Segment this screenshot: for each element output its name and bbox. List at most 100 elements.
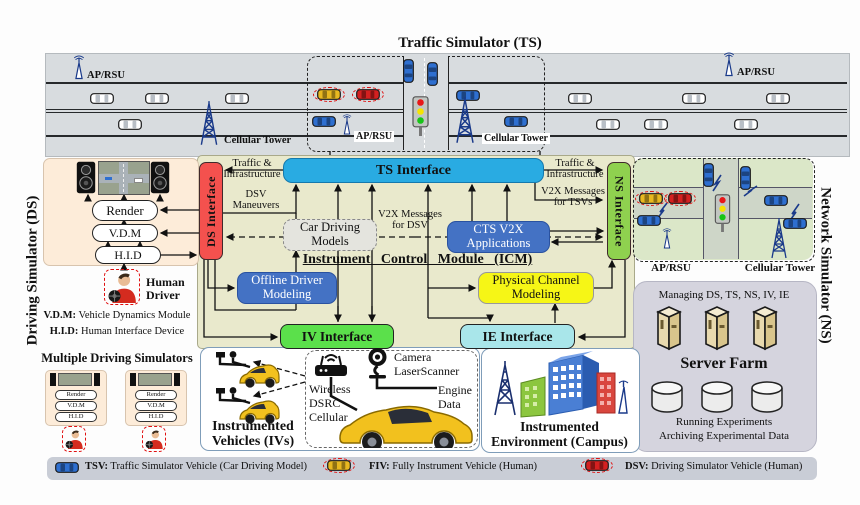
ap-rsu-icon bbox=[722, 52, 736, 78]
mini-render-label: Render bbox=[146, 390, 166, 398]
ns-dashed-border bbox=[633, 158, 815, 262]
ap-rsu-icon bbox=[341, 113, 353, 137]
ts-interface: TS Interface bbox=[283, 158, 544, 183]
legend-items: TSV: Traffic Simulator Vehicle (Car Driv… bbox=[47, 457, 817, 480]
dsv-car-icon bbox=[352, 87, 384, 102]
ap-rsu-label: AP/RSU bbox=[354, 131, 395, 142]
line: Modeling bbox=[262, 287, 312, 301]
dsv-car-icon bbox=[581, 458, 613, 473]
mini-screens bbox=[130, 373, 180, 386]
ap-rsu-label: AP/RSU bbox=[87, 70, 125, 81]
tsv-car-icon bbox=[312, 116, 336, 127]
hid-def: Human Interface Device bbox=[81, 326, 185, 337]
render-label: Render bbox=[106, 202, 144, 218]
server-archiving-label: Archiving Experimental Data bbox=[658, 430, 790, 442]
line: V2X Messages bbox=[541, 186, 605, 197]
abbr: TSV: bbox=[85, 461, 108, 472]
hid-label: H.I.D bbox=[114, 247, 142, 262]
iv-interface: IV Interface bbox=[280, 324, 394, 349]
speaker-icon bbox=[150, 161, 170, 194]
car-icon bbox=[225, 93, 249, 104]
traffic-infra-left: Traffic &Infrastructure bbox=[221, 158, 283, 180]
car-icon bbox=[596, 119, 620, 130]
database-icon bbox=[649, 381, 685, 413]
hid-box: H.I.D bbox=[95, 246, 161, 264]
line: Wireless bbox=[309, 382, 351, 396]
tsv-car-icon bbox=[403, 59, 414, 83]
line: DSRC bbox=[309, 396, 341, 410]
line: CTS V2X bbox=[473, 222, 524, 237]
mini-screens bbox=[50, 373, 100, 386]
line: DSV bbox=[245, 189, 267, 200]
line: Infrastructure bbox=[223, 169, 281, 180]
tsv-car-icon bbox=[740, 166, 751, 190]
instrumented-car-icon bbox=[208, 386, 280, 426]
iv-interface-label: IV Interface bbox=[301, 328, 373, 344]
traffic-light-icon bbox=[412, 96, 429, 136]
ie-interface: IE Interface bbox=[460, 324, 575, 349]
ie-interface-label: IE Interface bbox=[482, 328, 553, 344]
ds-screen bbox=[98, 161, 150, 195]
mini-render: Render bbox=[135, 390, 177, 400]
line: Instrumented bbox=[212, 419, 294, 434]
ns-interface: NS Interface bbox=[607, 162, 631, 260]
abbr: FIV: bbox=[369, 461, 390, 472]
desc: Traffic Simulator Vehicle (Car Driving M… bbox=[110, 461, 308, 472]
line: Car Driving bbox=[299, 220, 361, 235]
human-line1: Human bbox=[146, 275, 185, 289]
dsv-car-icon bbox=[664, 191, 696, 206]
fiv-car-icon bbox=[635, 191, 667, 206]
tsv-car-icon bbox=[427, 62, 438, 86]
cellular-tower-icon bbox=[768, 218, 790, 260]
ap-rsu-label: AP/RSU bbox=[737, 67, 775, 78]
line: Engine bbox=[438, 383, 472, 397]
router-icon bbox=[313, 351, 349, 379]
legend-item-tsv: TSV: Traffic Simulator Vehicle (Car Driv… bbox=[85, 461, 307, 472]
sports-car-icon bbox=[336, 398, 476, 448]
campus-buildings-icon bbox=[487, 351, 633, 419]
human-driver-icon bbox=[104, 269, 140, 310]
tsv-car-icon bbox=[637, 215, 661, 226]
render-box: Render bbox=[92, 200, 158, 221]
mini-hid-label: H.I.D bbox=[68, 412, 84, 420]
fiv-car-icon bbox=[313, 87, 345, 102]
legend-bar bbox=[47, 457, 817, 480]
icm-title: Instrument Control Module (ICM) bbox=[302, 252, 533, 267]
server-icon bbox=[748, 305, 782, 351]
cellular-tower-label: Cellular Tower bbox=[224, 135, 292, 146]
traffic-infra-right: Traffic &Infrastructure bbox=[543, 158, 607, 180]
vdm-def: Vehicle Dynamics Module bbox=[78, 310, 191, 321]
line: Models bbox=[311, 234, 349, 248]
legend-item-fiv: FIV: Fully Instrument Vehicle (Human) bbox=[369, 461, 537, 472]
mini-hid-label: H.I.D bbox=[148, 412, 164, 420]
mini-render-label: Render bbox=[66, 390, 86, 398]
server-icon bbox=[700, 305, 734, 351]
mini-vdm-label: V.D.M bbox=[147, 401, 165, 409]
server-farm-title: Server Farm bbox=[680, 355, 768, 372]
line: Modeling bbox=[511, 287, 561, 301]
human-driver-icon bbox=[142, 426, 166, 457]
ts-title: Traffic Simulator (TS) bbox=[398, 35, 542, 51]
car-icon bbox=[682, 93, 706, 104]
vdm-definition: V.D.M: Vehicle Dynamics Module bbox=[36, 310, 198, 321]
mini-hid: H.I.D bbox=[55, 412, 97, 422]
mini-vdm-label: V.D.M bbox=[67, 401, 85, 409]
ap-rsu-icon bbox=[661, 226, 673, 252]
vdm-abbr: V.D.M: bbox=[43, 310, 77, 321]
ns-ap-rsu-label: AP/RSU bbox=[651, 262, 691, 274]
line: Infrastructure bbox=[546, 169, 604, 180]
tsv-car-icon bbox=[703, 163, 714, 187]
human-line2: Driver bbox=[146, 288, 180, 302]
car-icon bbox=[90, 93, 114, 104]
